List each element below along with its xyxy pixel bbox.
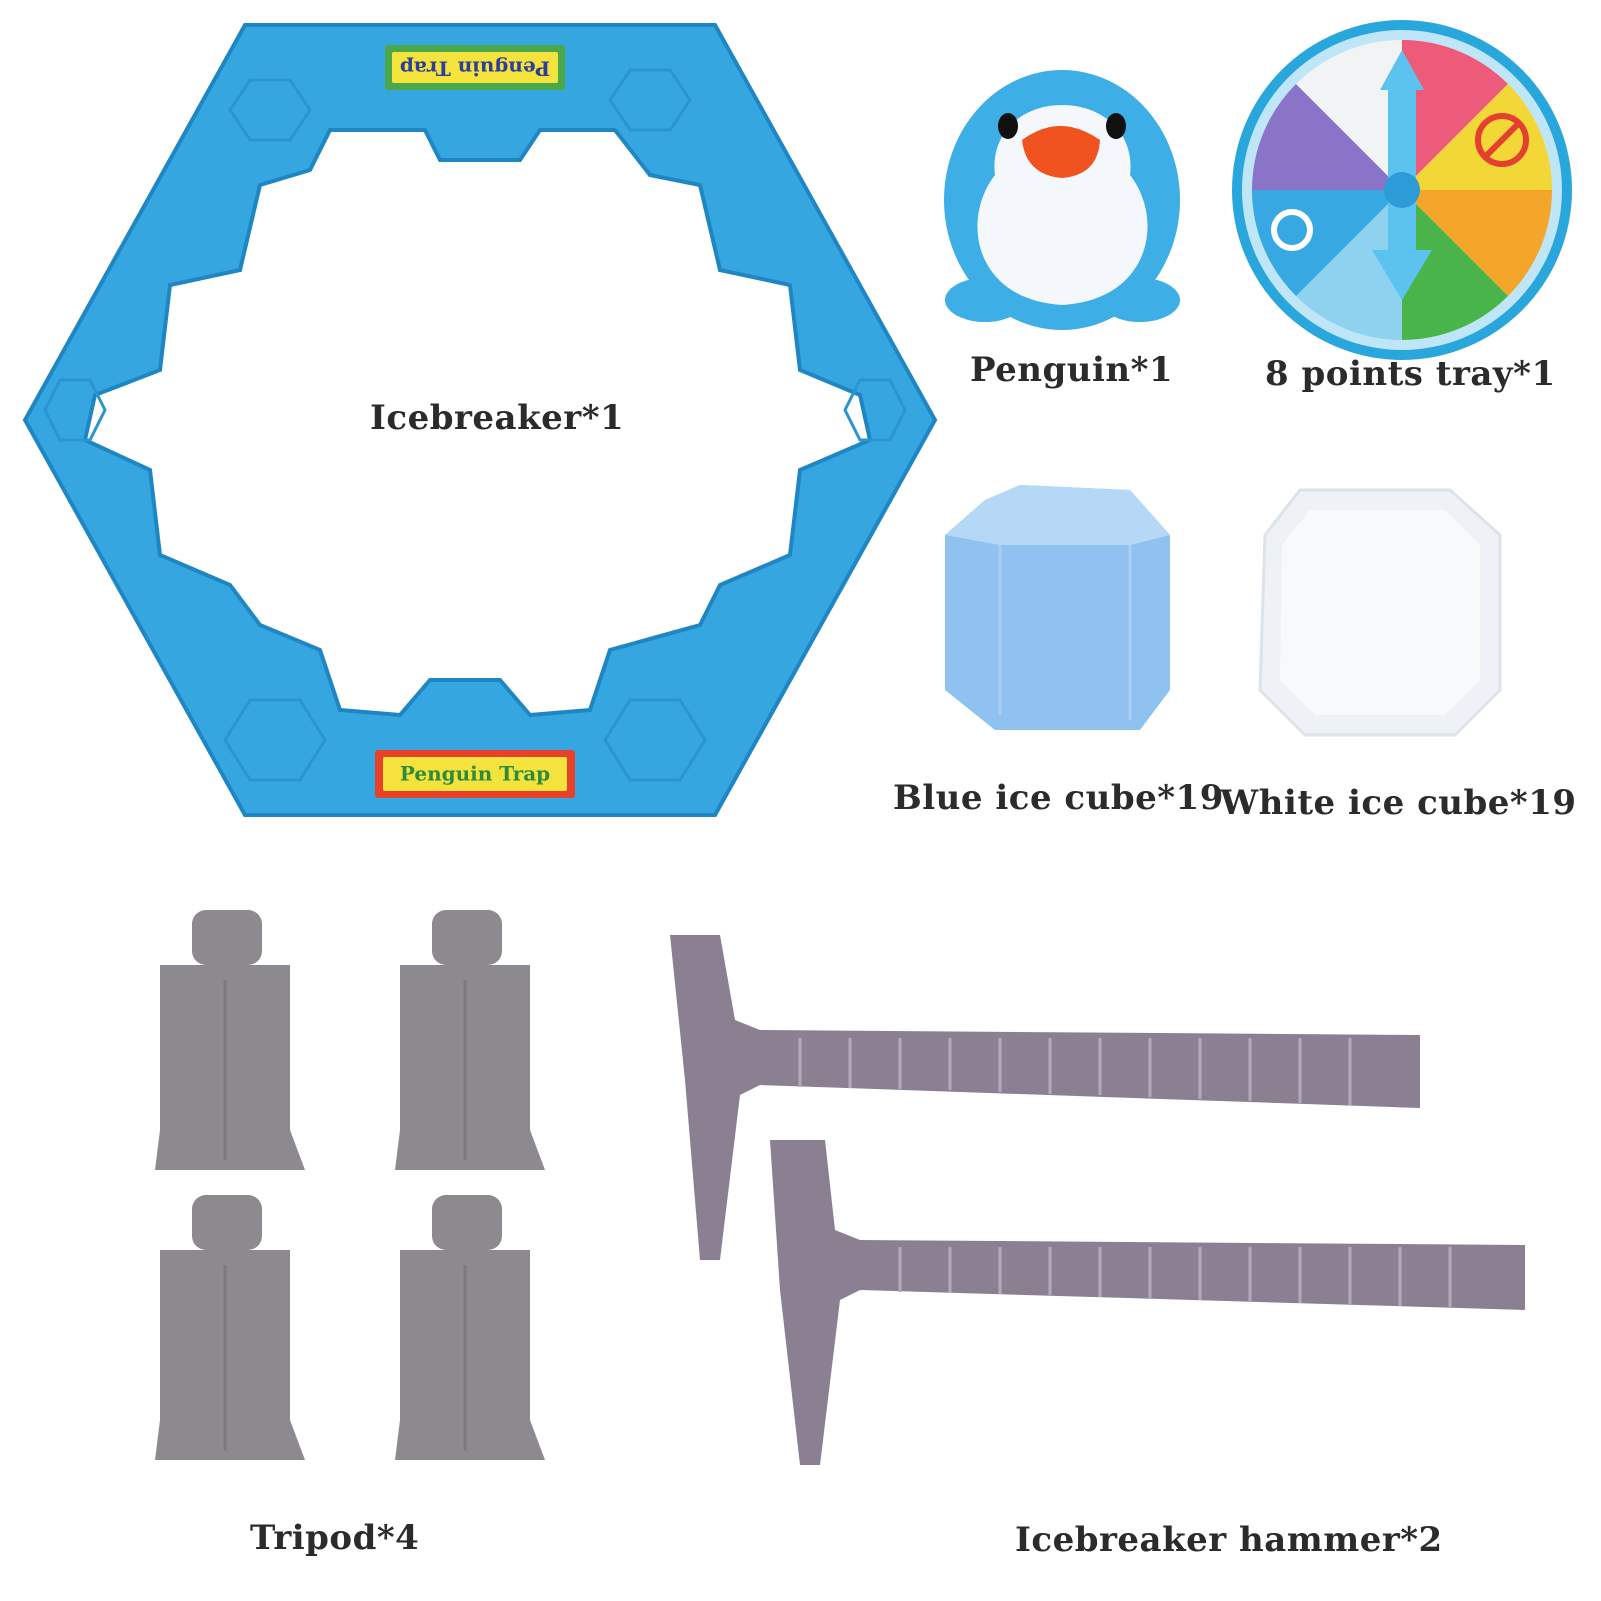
white-ice-cube-label: White ice cube*19 (1220, 783, 1577, 823)
sticker-bottom-text: Penguin Trap (400, 762, 550, 786)
penguin-figure (944, 70, 1180, 330)
hammer-label: Icebreaker hammer*2 (1015, 1520, 1443, 1560)
icebreaker-hammers (670, 935, 1525, 1465)
tripod-3 (155, 1195, 305, 1460)
tripod-2 (395, 910, 545, 1170)
hammer-2 (770, 1140, 1525, 1465)
tripod-label: Tripod*4 (250, 1518, 420, 1558)
points-tray-spinner (1232, 20, 1572, 360)
tripod-4 (395, 1195, 545, 1460)
blue-ice-cube (945, 485, 1170, 730)
penguin-label: Penguin*1 (970, 350, 1174, 390)
tripod-set (155, 910, 545, 1460)
icebreaker-frame: Penguin Trap Penguin Trap (22, 23, 938, 817)
white-ice-cube (1258, 488, 1502, 737)
blue-ice-cube-label: Blue ice cube*19 (893, 778, 1224, 818)
hammer-1 (670, 935, 1420, 1260)
sticker-top-text: Penguin Trap (400, 57, 550, 81)
tripod-1 (155, 910, 305, 1170)
icebreaker-label: Icebreaker*1 (370, 398, 625, 438)
points-tray-label: 8 points tray*1 (1265, 354, 1556, 394)
